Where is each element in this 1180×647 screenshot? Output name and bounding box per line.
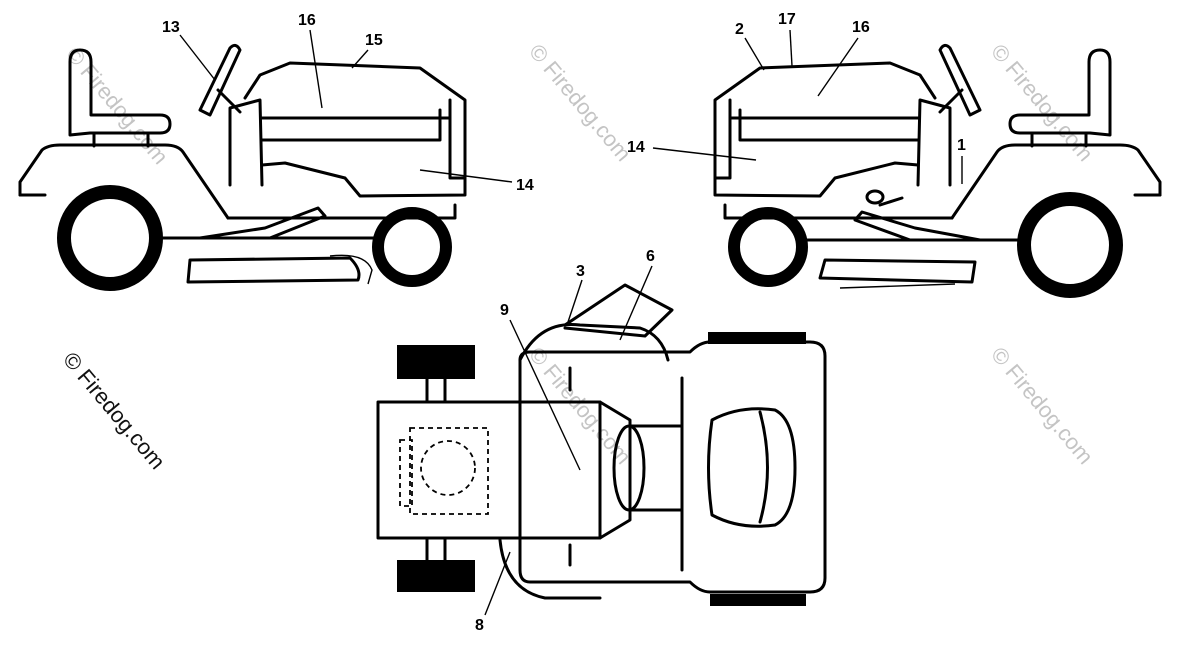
rear-tire-bottom [710, 594, 806, 606]
steering-wheel [198, 43, 242, 117]
callout-15-left: 15 [365, 32, 383, 49]
callout-6-top: 6 [646, 248, 655, 265]
rear-tire-top [708, 332, 806, 344]
mower-deck [186, 256, 361, 284]
seat [68, 48, 172, 137]
deck-top-curve [518, 322, 670, 362]
watermark-mid-center: © Firedog.com [524, 342, 636, 469]
callout-1-right: 1 [957, 137, 966, 154]
callout-17-right: 17 [778, 11, 796, 28]
watermark-top-center: © Firedog.com [524, 39, 636, 166]
callout-3-top: 3 [576, 263, 585, 280]
footrest-pedal [198, 206, 327, 240]
rear-fender [18, 143, 230, 220]
seat-top [707, 407, 797, 528]
callout-16-right: 16 [852, 19, 870, 36]
front-tire-top [397, 345, 475, 379]
rear-wheel [57, 185, 163, 291]
tractor-top-view: 3 6 9 8 [376, 248, 827, 634]
discharge-chute [563, 283, 674, 338]
watermark-left-prominent: © Firedog.com [58, 347, 170, 474]
watermark-top-left: © Firedog.com [61, 42, 173, 169]
callout-14-left: 14 [516, 177, 534, 194]
callout-8-top: 8 [475, 617, 484, 634]
front-tire-bottom [397, 560, 475, 592]
callout-9-top: 9 [500, 302, 509, 319]
body-outline [518, 340, 827, 594]
callout-16-left: 16 [298, 12, 316, 29]
tractor-left-view: 13 16 15 14 [18, 12, 534, 291]
engine-outline [409, 427, 489, 515]
right-view-callouts: 2 17 16 14 1 [627, 11, 966, 184]
watermark-mid-right: © Firedog.com [986, 342, 1098, 469]
tractor-right-view [713, 43, 1162, 298]
callout-14-right: 14 [627, 139, 645, 156]
front-wheel [372, 207, 452, 287]
hood [243, 61, 467, 198]
callout-13-left: 13 [162, 19, 180, 36]
callout-2-right: 2 [735, 21, 744, 38]
deck-bottom-curve [498, 538, 602, 600]
